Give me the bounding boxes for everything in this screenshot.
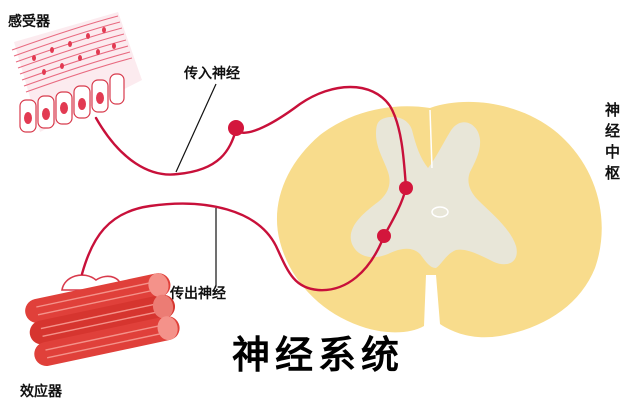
spinal-cord-gray-matter — [350, 116, 517, 268]
afferent-nerve-axon — [234, 85, 408, 190]
receptor-tissue — [11, 12, 142, 133]
motor-neuron-cell — [377, 229, 391, 243]
neuron-bodies — [228, 120, 413, 243]
effector-label: 效应器 — [20, 383, 63, 400]
receptor-label: 感受器 — [8, 13, 51, 30]
interneuron-cell — [399, 181, 413, 195]
spinal-cord — [276, 101, 602, 338]
nerve-center-label: 神经中枢 — [603, 101, 621, 186]
afferent-nerve-label: 传入神经 — [183, 65, 240, 82]
diagram-title: 神经系统 — [232, 333, 404, 377]
afferent-nerve-fiber — [94, 116, 238, 176]
sensory-ganglion-cell — [228, 120, 244, 136]
afferent-label-pointer — [175, 83, 217, 173]
efferent-nerve-label: 传出神经 — [169, 285, 226, 302]
effector-muscle — [25, 273, 180, 366]
central-canal — [431, 206, 449, 218]
posterior-median-sulcus — [429, 109, 433, 169]
nerve-pathways — [80, 85, 408, 292]
efferent-nerve-axon — [80, 202, 386, 292]
label-pointers — [175, 83, 217, 286]
